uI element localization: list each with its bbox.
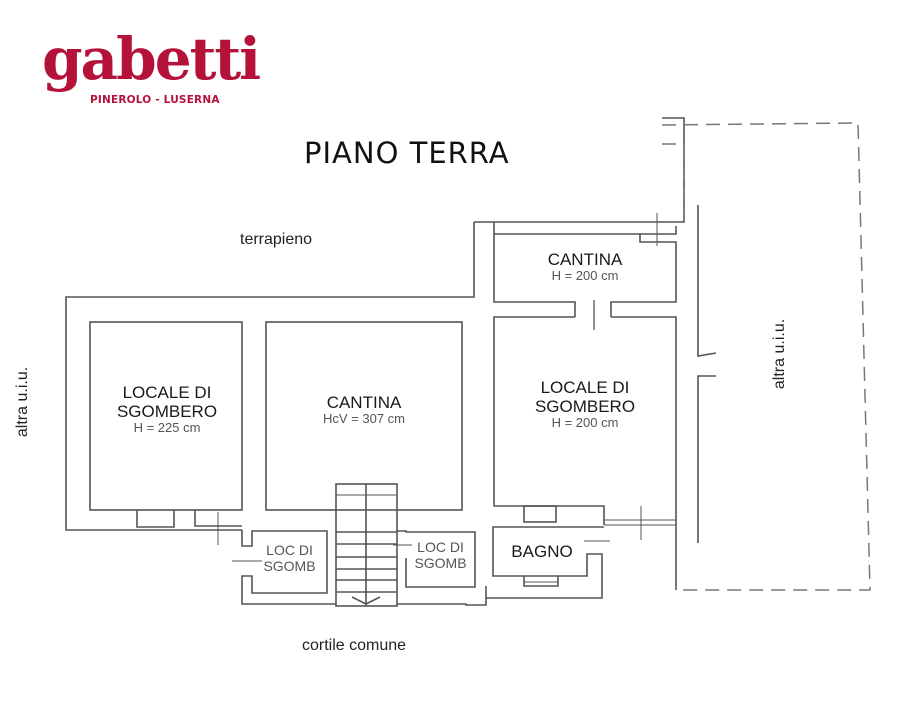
- label-terrapieno: terrapieno: [240, 231, 313, 248]
- room-loc-sgomb-left: LOC DI SGOMB: [263, 542, 316, 574]
- logo-wordmark: gabetti: [42, 25, 261, 93]
- room-cantina-upper-right: CANTINA H = 200 cm: [547, 250, 623, 284]
- floor-title: PIANO TERRA: [304, 136, 510, 170]
- room-bagno: BAGNO: [511, 542, 573, 561]
- gabetti-logo: gabetti PINEROLO - LUSERNA: [42, 30, 261, 118]
- room-locale-sgombero-right: LOCALE DI SGOMBERO H = 200 cm: [534, 378, 636, 431]
- room-locale-sgombero-left: LOCALE DI SGOMBERO H = 225 cm: [116, 383, 218, 436]
- logo-subtitle: PINEROLO - LUSERNA: [90, 94, 220, 106]
- room-loc-sgomb-right: LOC DI SGOMB: [414, 539, 467, 571]
- room-cantina-center: CANTINA HcV = 307 cm: [322, 393, 405, 427]
- label-cortile-comune: cortile comune: [302, 637, 407, 654]
- label-altra-uiu-right: altra u.i.u.: [771, 318, 789, 390]
- label-altra-uiu-left: altra u.i.u.: [14, 366, 32, 438]
